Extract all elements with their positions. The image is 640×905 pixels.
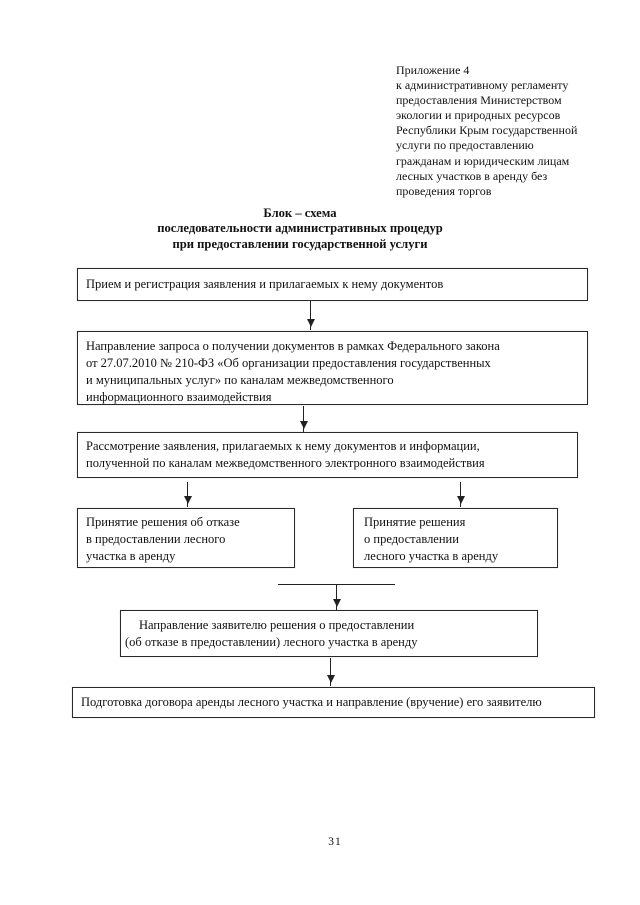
arrow-down-icon	[183, 482, 192, 507]
flow-box-text: от 27.07.2010 № 210-ФЗ «Об организации п…	[86, 356, 491, 370]
flow-box-review: Рассмотрение заявления, прилагаемых к не…	[77, 432, 578, 478]
flow-box-text: участка в аренду	[86, 549, 176, 563]
flow-box-refuse: Принятие решения об отказе в предоставле…	[77, 508, 295, 568]
flow-box-text: Направление заявителю решения о предоста…	[139, 618, 415, 632]
flow-box-text: лесного участка в аренду	[364, 549, 499, 563]
arrow-down-icon	[299, 406, 308, 432]
appendix-line: услуги по предоставлению	[396, 138, 534, 153]
appendix-line: Республики Крым государственной	[396, 123, 578, 138]
flow-box-text: о предоставлении	[364, 532, 459, 546]
flow-box-receive: Прием и регистрация заявления и прилагае…	[77, 268, 588, 301]
appendix-reference: Приложение 4 к административному регламе…	[396, 63, 611, 199]
flow-box-text: Подготовка договора аренды лесного участ…	[81, 695, 542, 709]
arrow-down-icon	[326, 658, 335, 686]
flow-box-text: Принятие решения об отказе	[86, 515, 240, 529]
flow-box-contract: Подготовка договора аренды лесного участ…	[72, 687, 595, 718]
flow-box-text: Принятие решения	[364, 515, 466, 529]
page-title-line: последовательности административных проц…	[157, 221, 443, 236]
appendix-line: проведения торгов	[396, 183, 492, 198]
appendix-line: предоставления Министерством	[396, 93, 562, 108]
flow-box-text: в предоставлении лесного	[86, 532, 226, 546]
arrow-down-icon	[456, 482, 465, 507]
flow-box-text: полученной по каналам межведомственного …	[86, 456, 485, 470]
page-title: Блок – схема последовательности админист…	[40, 206, 560, 252]
arrow-down-icon	[332, 585, 341, 610]
page-title-line: при предоставлении государственной услуг…	[172, 236, 428, 251]
appendix-line: экологии и природных ресурсов	[396, 108, 561, 123]
flow-box-text: Рассмотрение заявления, прилагаемых к не…	[86, 439, 480, 453]
appendix-line: Приложение 4	[396, 63, 470, 77]
appendix-line: к административному регламенту	[396, 78, 569, 93]
flow-box-text: информационного взаимодействия	[86, 390, 272, 404]
flow-box-notify: Направление заявителю решения о предоста…	[120, 610, 538, 657]
flow-box-text: (об отказе в предоставлении) лесного уча…	[125, 635, 418, 649]
appendix-line: лесных участков в аренду без	[396, 168, 548, 183]
page-number: 31	[328, 836, 342, 848]
appendix-line: гражданам и юридическим лицам	[396, 153, 570, 168]
flow-box-text: Прием и регистрация заявления и прилагае…	[86, 277, 444, 291]
page-title-line: Блок – схема	[263, 206, 337, 220]
merge-line	[278, 584, 395, 585]
flow-box-text: Направление запроса о получении документ…	[86, 339, 500, 353]
flow-box-text: и муниципальных услуг» по каналам межвед…	[86, 373, 394, 387]
flow-box-request: Направление запроса о получении документ…	[77, 331, 588, 405]
flow-box-grant: Принятие решения о предоставлении лесног…	[353, 508, 558, 568]
arrow-down-icon	[306, 301, 315, 330]
